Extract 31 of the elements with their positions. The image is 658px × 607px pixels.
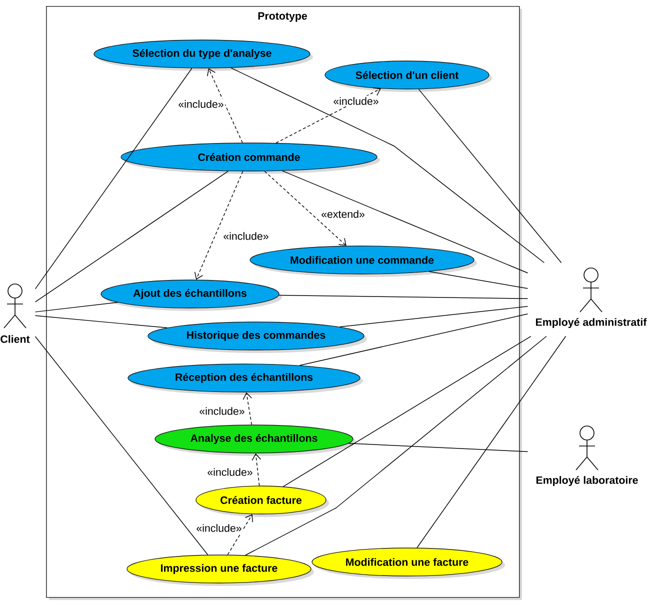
actor-name: Employé laboratoire	[536, 476, 638, 486]
connector-line	[282, 336, 532, 487]
connector-line	[339, 306, 528, 328]
connector-line	[282, 170, 528, 274]
edge-label: «include»	[222, 230, 270, 242]
dashed-arrow	[227, 514, 253, 556]
connector-line	[418, 88, 562, 264]
dashed-arrow	[242, 392, 252, 426]
edge-label: «extend»	[320, 208, 366, 220]
dashed-arrow	[276, 87, 381, 144]
edge-label: «include»	[198, 406, 246, 416]
connector-line	[230, 67, 545, 264]
connector-line	[244, 336, 547, 556]
connector-line	[299, 314, 528, 366]
actor-name: Employé administratif	[536, 318, 647, 328]
actor-name: Client	[0, 335, 30, 343]
edge-label: «include»	[194, 522, 244, 534]
dashed-arrow	[206, 68, 243, 144]
dashed-arrow	[252, 453, 262, 486]
connector-line	[34, 315, 168, 328]
edge-label: «include»	[206, 466, 254, 478]
connector-line	[34, 336, 208, 556]
connector-line	[428, 271, 528, 289]
connector-line	[34, 302, 118, 312]
connector-line	[278, 294, 528, 299]
dashed-arrow	[194, 170, 244, 280]
connector-line	[348, 443, 528, 452]
connector-line	[34, 68, 192, 290]
connector-line	[34, 170, 229, 302]
connector-line	[416, 336, 566, 548]
dashed-arrow	[264, 170, 346, 246]
